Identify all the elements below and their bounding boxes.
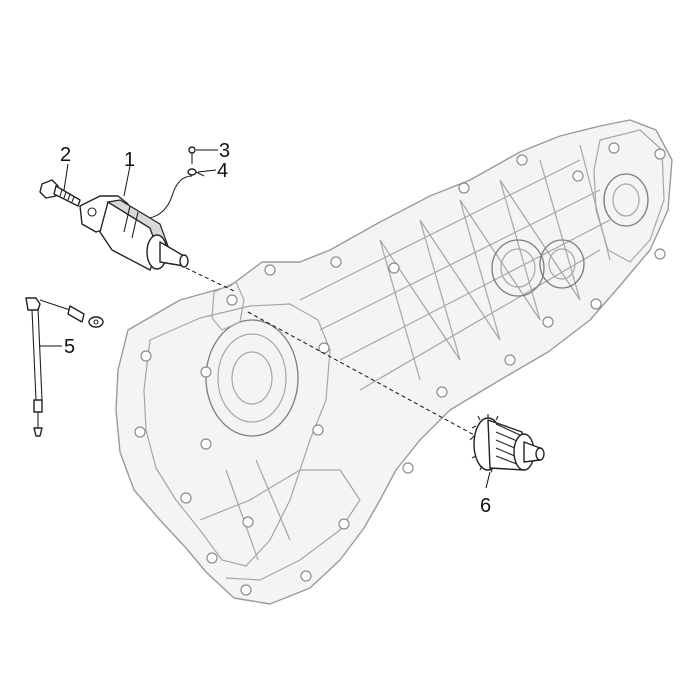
starter-drive-gear <box>469 414 545 473</box>
leader-lines <box>40 149 491 489</box>
leader-line-2 <box>63 163 69 191</box>
leader-line-1 <box>123 165 131 197</box>
gear-alignment-line <box>247 311 477 437</box>
leader-line-6 <box>485 471 491 489</box>
leader-line-4 <box>197 169 217 173</box>
callout-4: 4 <box>217 160 228 182</box>
callout-3: 3 <box>219 140 230 162</box>
terminal-screw <box>188 146 196 164</box>
callout-6: 6 <box>480 495 491 517</box>
ground-cable <box>25 297 104 437</box>
engine-crankcase <box>115 119 673 605</box>
callout-1: 1 <box>124 149 135 171</box>
starter-alignment-line <box>185 267 237 293</box>
callout-5: 5 <box>64 336 75 358</box>
callout-2: 2 <box>60 144 71 166</box>
starter-mounting-bolt <box>39 179 81 207</box>
starter-motor <box>79 195 189 271</box>
terminal-washer-and-lead <box>149 168 205 219</box>
